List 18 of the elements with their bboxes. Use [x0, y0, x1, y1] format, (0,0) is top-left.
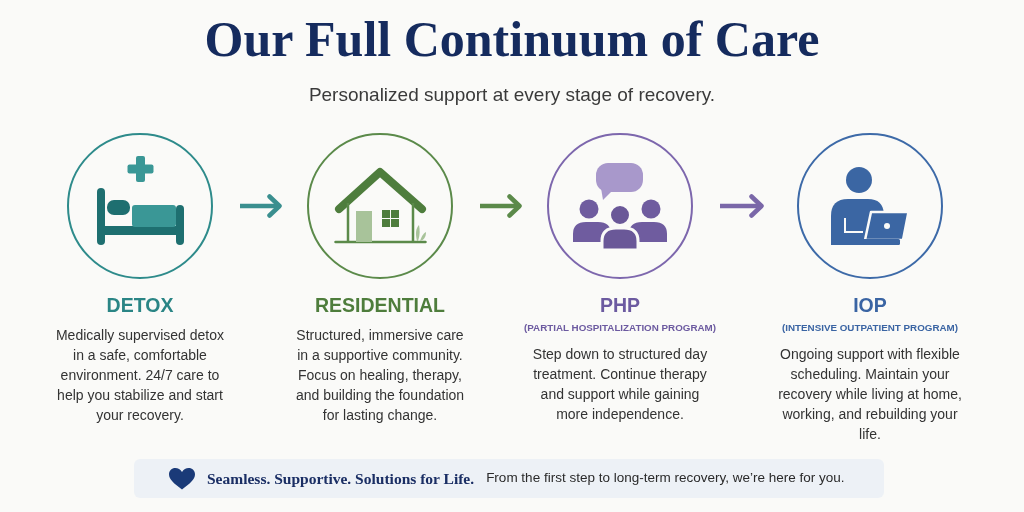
- arrow: [480, 194, 522, 218]
- stage-subtitle: (PARTIAL HOSPITALIZATION PROGRAM): [524, 321, 716, 335]
- stage-heading: RESIDENTIAL: [315, 293, 445, 318]
- subtitle: Personalized support at every stage of recovery.: [308, 84, 716, 106]
- stage-description: Structured, immersive care in a supportive community. Focus on healing, therapy, and building the foundation for lasting change.: [294, 326, 466, 425]
- banner: [134, 459, 884, 498]
- stage-description: Ongoing support with flexible scheduling. Maintain your recovery while living at home, working, and rebuilding your life.: [777, 345, 963, 444]
- stage-subtitle: (INTENSIVE OUTPATIENT PROGRAM): [782, 321, 958, 335]
- stage-heading: IOP: [853, 293, 887, 318]
- arrow: [240, 194, 282, 218]
- tagline: Seamless. Supportive. Solutions for Life.: [207, 468, 475, 489]
- arrow: [720, 194, 764, 218]
- stage-heading: PHP: [599, 293, 641, 318]
- stage-heading: DETOX: [106, 293, 174, 318]
- stage-description: Step down to structured day treatment. Continue therapy and support while gaining more independence.: [531, 345, 709, 424]
- stage-description: Medically supervised detox in a safe, comfortable environment. 24/7 care to help you stabilize and start your recovery.: [54, 326, 226, 425]
- title: Our Full Continuum of Care: [204, 10, 820, 68]
- banner-text: From the first step to long-term recovery, we’re here for you.: [486, 469, 845, 488]
